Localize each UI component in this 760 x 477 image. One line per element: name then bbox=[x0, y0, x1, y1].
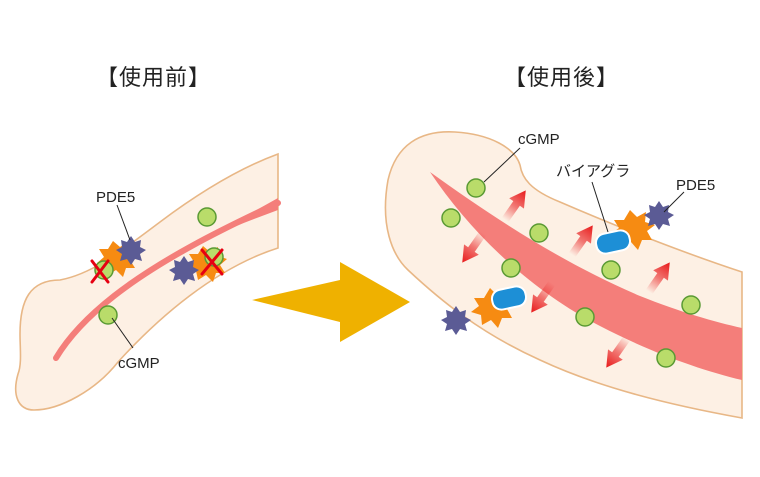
viagra-binding-2 bbox=[441, 285, 528, 335]
cgmp-molecule bbox=[656, 348, 676, 368]
cgmp-molecule bbox=[501, 258, 521, 278]
pde5-leader-line bbox=[663, 191, 685, 213]
pde5-enzyme-icon bbox=[169, 256, 199, 285]
after-panel: cGMP バイアグラ PDE5 bbox=[384, 131, 743, 419]
pde5-enzyme-icon bbox=[441, 306, 471, 335]
viagra-leader-line bbox=[591, 181, 609, 233]
cgmp-molecule bbox=[529, 223, 549, 243]
pde5-enzyme-icon bbox=[644, 201, 674, 230]
cgmp-molecule bbox=[441, 208, 461, 228]
cgmp-leader-line bbox=[111, 317, 134, 349]
cgmp-label: cGMP bbox=[518, 131, 560, 148]
pde5-enzyme-icon bbox=[116, 236, 146, 265]
pde5-label: PDE5 bbox=[676, 177, 715, 194]
cgmp-leader-line bbox=[483, 147, 521, 183]
pde5-leader-line bbox=[116, 204, 131, 241]
cgmp-label: cGMP bbox=[118, 355, 160, 372]
cgmp-molecule bbox=[197, 207, 217, 227]
cgmp-molecule bbox=[466, 178, 486, 198]
before-blood-vessel-tip bbox=[170, 198, 278, 258]
inhibited-x-icon bbox=[90, 259, 110, 284]
viagra-binding-1 bbox=[594, 201, 674, 255]
viagra-label: バイアグラ bbox=[556, 163, 630, 180]
transition-arrow-icon bbox=[252, 262, 410, 342]
viagra-pill-icon bbox=[490, 285, 528, 311]
after-title: 【使用後】 bbox=[504, 66, 620, 91]
cgmp-molecule bbox=[681, 295, 701, 315]
after-blood-vessel bbox=[430, 172, 742, 380]
pde5-reaction-1 bbox=[90, 236, 146, 284]
cgmp-molecule bbox=[601, 260, 621, 280]
inhibited-x-icon bbox=[200, 248, 224, 276]
pde5-label: PDE5 bbox=[96, 189, 135, 206]
before-panel: PDE5 cGMP bbox=[14, 152, 281, 411]
cgmp-molecule bbox=[575, 307, 595, 327]
before-title: 【使用前】 bbox=[96, 66, 212, 91]
viagra-pill-icon bbox=[594, 229, 632, 255]
pde5-reaction-2 bbox=[169, 246, 227, 285]
